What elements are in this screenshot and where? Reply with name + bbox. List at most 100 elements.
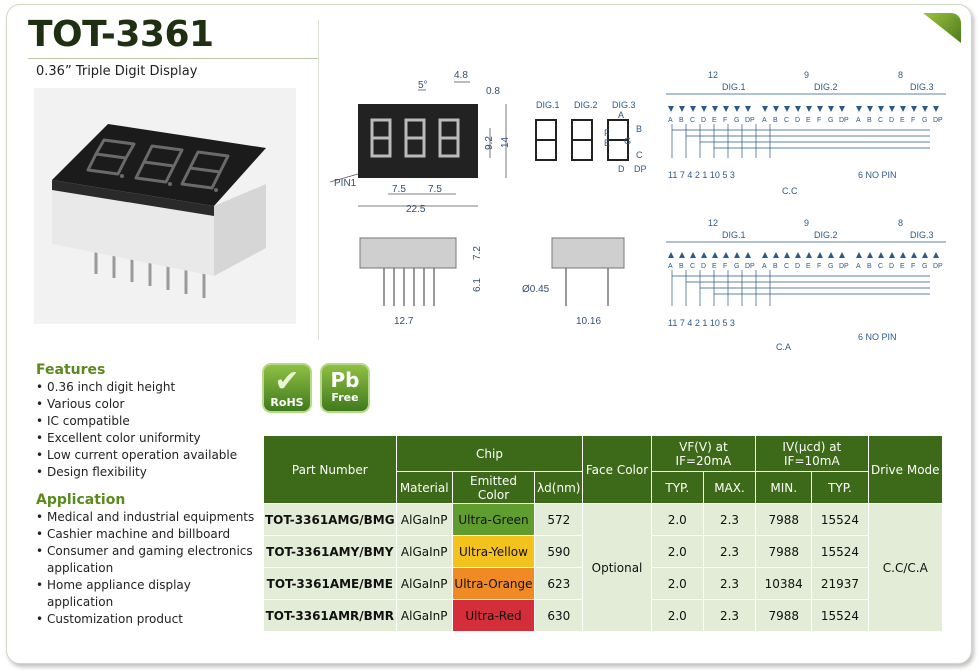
diode-symbol [701, 106, 707, 112]
cell-part: TOT-3361AMY/BMY [263, 535, 397, 568]
diode-symbol [784, 252, 790, 258]
ca-dig2: DIG.2 [814, 230, 838, 240]
dim-angle: 5° [418, 80, 428, 91]
features-list: 0.36 inch digit height Various color IC … [36, 379, 237, 481]
segment-label: F [817, 263, 821, 270]
cell-lambda: 630 [534, 599, 584, 632]
outline-dig2: DIG.2 [574, 100, 598, 110]
th-vf: VF(V) at IF=20mA [650, 435, 757, 472]
seg-a: A [618, 110, 624, 120]
application-item: Home appliance display application [36, 577, 256, 611]
outline-dig3: DIG.3 [612, 100, 636, 110]
ca-pin8: 8 [898, 218, 903, 228]
cell-material: AlGaInP [395, 535, 453, 568]
dimension-drawing: 5° 4.8 0.8 9.2 14 7.5 7.5 22.5 PIN1 7.2 … [329, 66, 970, 356]
diode-symbol [817, 106, 823, 112]
diode-symbol [856, 106, 862, 112]
diode-symbol [784, 106, 790, 112]
th-chip: Chip [395, 435, 584, 472]
diode-symbol [679, 252, 685, 258]
corner-tab [923, 13, 961, 43]
cell-color: Ultra-Red [451, 599, 536, 632]
diode-symbol [889, 106, 895, 112]
end-view-body [551, 237, 625, 269]
model-title: TOT-3361 [28, 14, 214, 55]
diode-symbol [856, 252, 862, 258]
segment-label: A [762, 263, 767, 270]
th-part-number: Part Number [263, 435, 397, 504]
rohs-label: RoHS [270, 396, 304, 409]
cc-pin12: 12 [708, 70, 718, 80]
segment-label: C [878, 263, 883, 270]
segment-label: DP [745, 263, 755, 270]
table-row: TOT-3361AMR/BMR AlGaInP Ultra-Red 630 2.… [263, 599, 943, 632]
ca-dig3: DIG.3 [910, 230, 934, 240]
cell-part: TOT-3361AMR/BMR [263, 599, 397, 632]
segment-label: E [806, 117, 811, 124]
cell-iv-typ: 15524 [811, 535, 869, 568]
cc-pin8: 8 [898, 70, 903, 80]
segment-label: D [701, 263, 706, 270]
cell-color: Ultra-Orange [451, 567, 536, 600]
product-subtitle: 0.36” Triple Digit Display [36, 64, 198, 79]
diode-symbol [723, 106, 729, 112]
cc-dig3: DIG.3 [910, 82, 934, 92]
cell-lambda: 590 [534, 535, 584, 568]
diode-symbol [922, 106, 928, 112]
application-item: Consumer and gaming electronics applicat… [36, 543, 256, 577]
diode-symbol [734, 252, 740, 258]
segment-label: D [795, 117, 800, 124]
segment-label: E [806, 263, 811, 270]
segment-label: A [762, 117, 767, 124]
dim-h-outer: 14 [500, 136, 511, 148]
cc-dig2: DIG.2 [814, 82, 838, 92]
th-vf-typ: TYP. [650, 471, 704, 504]
segment-label: G [734, 263, 739, 270]
cell-color: Ultra-Green [451, 503, 536, 536]
cell-face-color: Optional [582, 503, 652, 632]
front-view-body [358, 104, 478, 178]
diode-symbol [867, 106, 873, 112]
cell-vf-max: 2.3 [702, 567, 757, 600]
diode-symbol [762, 106, 768, 112]
rohs-badge: ✔ RoHS [262, 363, 312, 413]
segment-label: B [679, 263, 684, 270]
feature-item: Various color [36, 396, 237, 413]
free-label: Free [331, 391, 359, 404]
dim-pin-pitch: 12.7 [394, 316, 414, 327]
diode-symbol [828, 106, 834, 112]
dim-seg-gap: 0.8 [486, 86, 500, 97]
th-iv-min: MIN. [755, 471, 813, 504]
diode-symbol [911, 106, 917, 112]
feature-item: Low current operation available [36, 447, 237, 464]
segment-label: C [784, 263, 789, 270]
segment-label: DP [745, 117, 755, 124]
segment-label: A [856, 117, 861, 124]
segment-label: G [922, 263, 927, 270]
cc-bottom-pins: 11 7 4 2 1 10 5 3 [668, 170, 735, 180]
th-emitted-color: Emitted Color [451, 471, 536, 504]
segment-label: G [734, 117, 739, 124]
diode-symbol [806, 252, 812, 258]
spec-table: Part Number Chip Face Color VF(V) at IF=… [263, 435, 944, 632]
diode-symbol [828, 252, 834, 258]
feature-item: Design flexibility [36, 464, 237, 481]
th-iv-typ: TYP. [811, 471, 869, 504]
cell-material: AlGaInP [395, 567, 453, 600]
segment-label: D [701, 117, 706, 124]
cell-vf-typ: 2.0 [650, 599, 704, 632]
cell-lambda: 572 [534, 503, 584, 536]
th-drive-mode: Drive Mode [867, 435, 944, 504]
cell-iv-typ: 15524 [811, 599, 869, 632]
segment-label: E [900, 117, 905, 124]
cell-material: AlGaInP [395, 599, 453, 632]
ca-pin9: 9 [804, 218, 809, 228]
cell-lambda: 623 [534, 567, 584, 600]
segment-label: C [690, 263, 695, 270]
cc-nopin: 6 NO PIN [858, 170, 897, 180]
segment-label: B [679, 117, 684, 124]
vertical-divider [318, 20, 319, 340]
cell-iv-typ: 15524 [811, 503, 869, 536]
